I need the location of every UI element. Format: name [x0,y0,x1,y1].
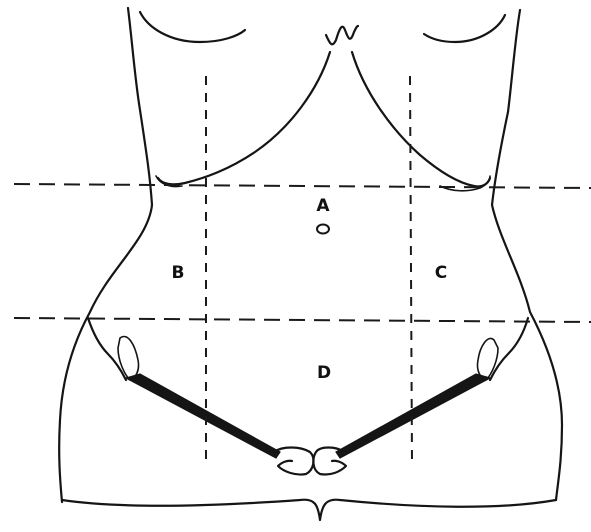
right-hip-outline [490,318,528,380]
right-vertical-line [410,76,412,464]
right-shoulder-curve [424,15,505,42]
right-arm-outline [492,10,562,500]
left-shoulder-curve [140,12,245,42]
left-iliac-loop [118,337,139,380]
sternal-notch [326,26,358,44]
left-arm-outline [59,8,152,502]
right-inguinal-ligament [336,374,490,458]
upper-horizontal-line [14,184,591,188]
left-inguinal-ligament [126,374,280,458]
region-label-c: C [435,263,447,283]
torso-outline [59,8,562,520]
left-hip-outline [88,318,126,380]
region-label-d: D [317,363,331,383]
left-costal-margin [158,52,330,184]
region-label-b: B [172,263,185,283]
inguinal-region [118,337,498,475]
thigh-base [62,500,556,520]
lower-horizontal-line [14,318,591,322]
right-iliac-loop [477,338,498,380]
region-label-a: A [316,196,330,216]
umbilicus [317,225,329,234]
right-costal-margin [352,52,490,187]
